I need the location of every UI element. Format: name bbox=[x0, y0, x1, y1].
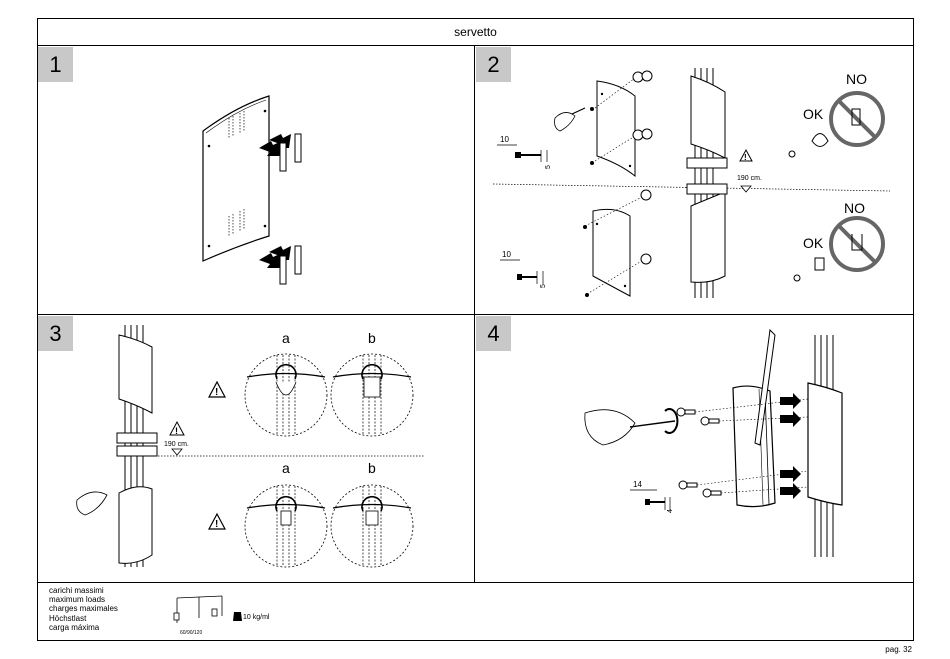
ok-label: OK bbox=[803, 106, 824, 122]
detail-label-a: a bbox=[282, 330, 290, 346]
product-title: servetto bbox=[454, 25, 497, 39]
step-4-panel: 4 bbox=[475, 315, 914, 583]
svg-text:!: ! bbox=[744, 153, 747, 162]
step-4-screw-length-label: 14 bbox=[633, 480, 642, 489]
step-2-height-label: 190 cm. bbox=[737, 175, 762, 182]
step-2-illustration: 10 5 ! 190 cm. NO OK bbox=[475, 46, 914, 315]
screw-diameter-label: 5 bbox=[545, 165, 552, 169]
step-3-illustration: ! 190 cm. a b a b ! ! bbox=[37, 315, 475, 583]
step-1-illustration bbox=[37, 46, 475, 315]
screw-length-label-2: 10 bbox=[502, 250, 511, 259]
sheet-header: servetto bbox=[37, 18, 914, 46]
detail-label-b-2: b bbox=[368, 460, 376, 476]
load-value-label: 10 kg/ml bbox=[243, 614, 270, 621]
load-dims-label: 60/90/120 bbox=[180, 630, 202, 636]
page-number: pag. 32 bbox=[885, 645, 912, 654]
screw-diameter-label-2: 5 bbox=[540, 284, 547, 288]
svg-text:!: ! bbox=[215, 387, 218, 398]
ok-label-2: OK bbox=[803, 235, 824, 251]
detail-label-b: b bbox=[368, 330, 376, 346]
step-2-panel: 2 10 5 bbox=[475, 46, 914, 315]
load-diagram: 60/90/120 10 kg/ml bbox=[37, 583, 914, 641]
screw-length-label: 10 bbox=[500, 135, 509, 144]
step-4-screw-diameter-label: 4 bbox=[667, 509, 674, 513]
step-4-illustration: 14 4 bbox=[475, 315, 914, 583]
step-3-panel: 3 ! 190 cm. a b a b bbox=[37, 315, 475, 583]
step-1-panel: 1 bbox=[37, 46, 475, 315]
svg-text:!: ! bbox=[175, 426, 178, 436]
detail-label-a-2: a bbox=[282, 460, 290, 476]
step-3-height-label: 190 cm. bbox=[164, 441, 189, 448]
no-label: NO bbox=[846, 71, 867, 87]
load-footer: carichi massimi maximum loads charges ma… bbox=[37, 583, 914, 641]
no-label-2: NO bbox=[844, 200, 865, 216]
svg-text:!: ! bbox=[215, 519, 218, 530]
